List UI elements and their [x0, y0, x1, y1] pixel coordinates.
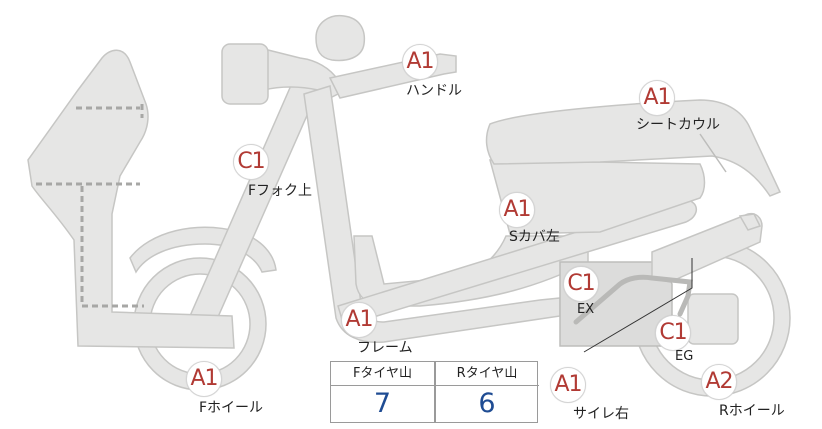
handle-housing-graphic — [259, 47, 343, 99]
front-tire-tread-value: 7 — [373, 388, 392, 419]
rear-shock-graphic — [738, 213, 762, 231]
headlight-graphic — [221, 43, 269, 105]
grade-badge-seat-cowl: A1 — [639, 80, 675, 116]
seat-cowl-seam — [699, 133, 727, 173]
grade-badge-front-fork-upper: C1 — [233, 144, 269, 180]
side-cover-graphic — [489, 159, 706, 235]
label-frame: フレーム — [357, 340, 413, 356]
grade-badge-exhaust: C1 — [563, 266, 599, 302]
seat-cowl-graphic — [485, 99, 782, 197]
label-front-wheel: Fホイール — [199, 400, 264, 416]
rear-tire-tread-header: Rタイヤ山 — [435, 362, 539, 386]
label-handle: ハンドル — [406, 83, 462, 99]
leg-shield-seam — [36, 104, 144, 308]
label-front-fork-upper: Fフォク上 — [248, 183, 313, 199]
label-exhaust: EX — [577, 302, 595, 317]
grade-badge-frame: A1 — [341, 302, 377, 338]
grade-badge-muffler-right: A1 — [550, 367, 586, 403]
grade-badge-handle: A1 — [402, 44, 438, 80]
label-side-cover-left: Sカバ左 — [509, 229, 560, 245]
label-engine: EG — [675, 349, 694, 364]
engine-cover-graphic — [651, 212, 763, 283]
exhaust-pipe-graphic — [573, 274, 693, 325]
engine-block-graphic — [687, 293, 739, 345]
tire-tread-table: Fタイヤ山 Rタイヤ山 7 6 — [330, 361, 539, 423]
label-seat-cowl: シートカウル — [636, 117, 720, 133]
leader-line — [583, 258, 693, 353]
grade-badge-front-wheel: A1 — [186, 361, 222, 397]
grade-badge-engine: C1 — [655, 315, 691, 351]
label-muffler-right: サイレ右 — [573, 406, 629, 422]
grade-badge-side-cover-left: A1 — [499, 192, 535, 228]
table-divider — [434, 362, 436, 422]
front-leg-shield-graphic — [27, 49, 235, 349]
grade-badge-rear-wheel: A2 — [701, 364, 737, 400]
rear-tire-tread-value: 6 — [478, 388, 496, 419]
label-rear-wheel: Rホイール — [719, 403, 785, 419]
mirror-graphic — [315, 14, 366, 62]
front-tire-tread-header: Fタイヤ山 — [331, 362, 434, 386]
